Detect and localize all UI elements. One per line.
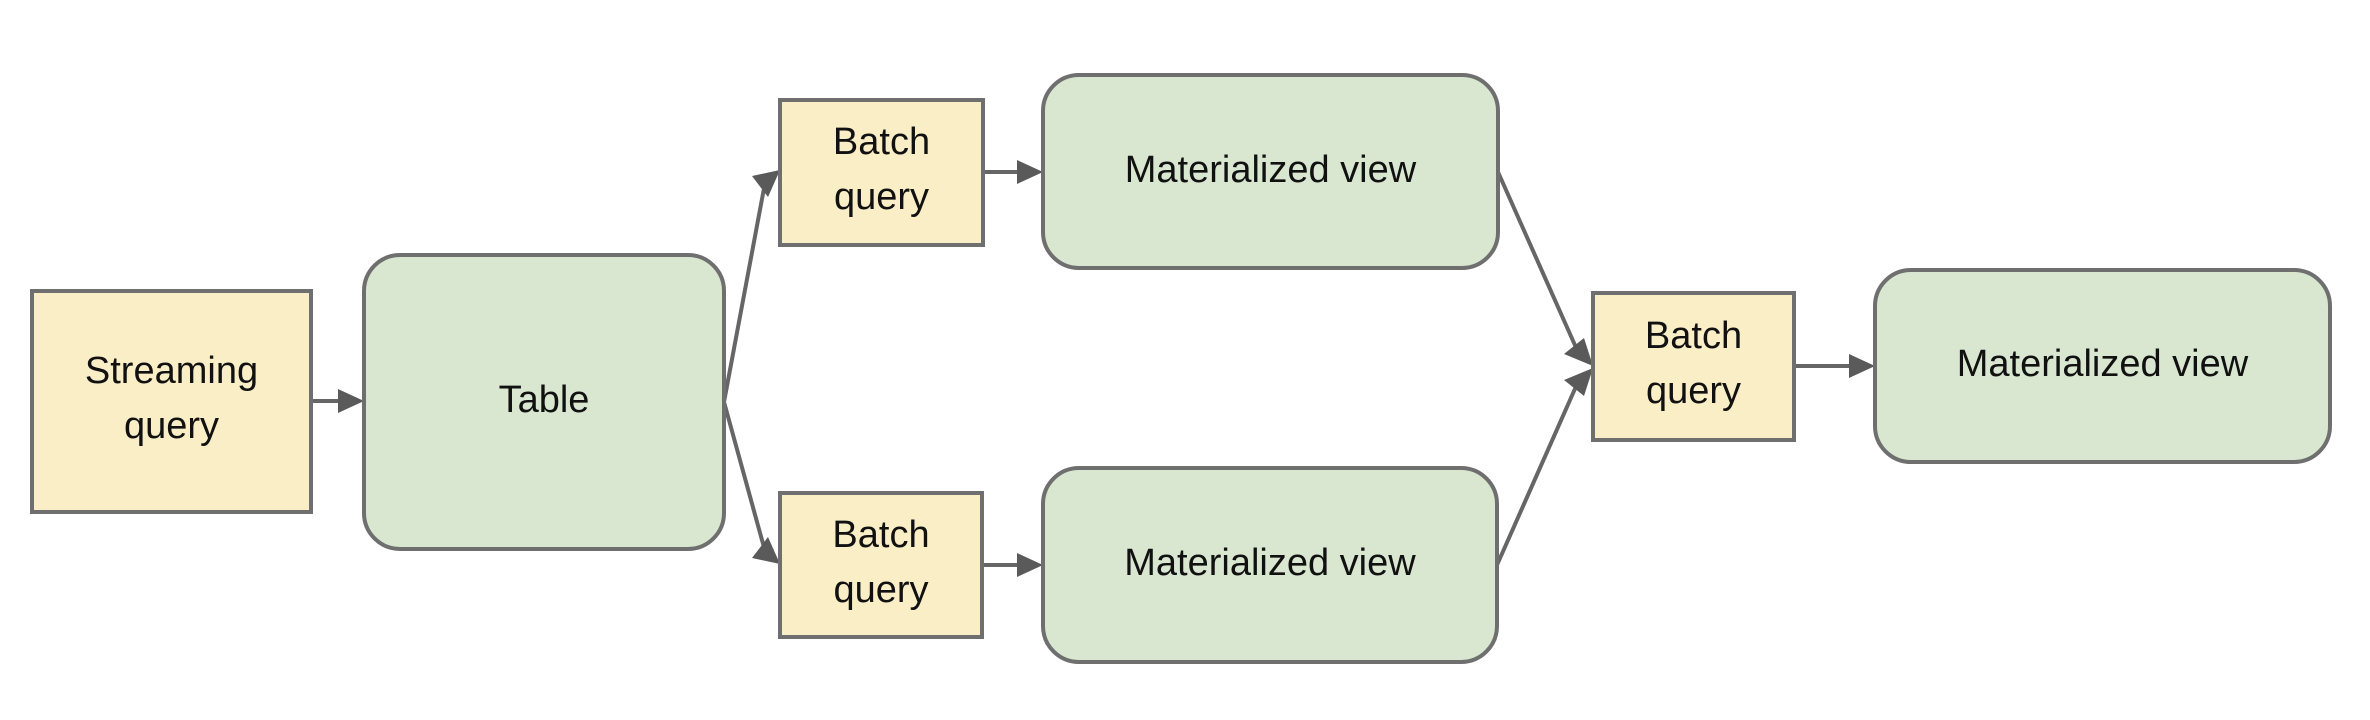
streaming-query-box[interactable] — [30, 289, 313, 514]
table-label: Table — [499, 379, 590, 421]
node-materialized-view-bottom[interactable]: Materialized view — [1041, 466, 1499, 664]
batch-query-join-label-line1: Batch — [1645, 315, 1742, 357]
table-box[interactable] — [362, 253, 726, 551]
edge-table-to-batch-top — [722, 170, 780, 403]
batch-query-top-label-line1: Batch — [833, 121, 930, 163]
edge-view-bottom-to-batch-join — [1495, 368, 1593, 566]
batch-query-bottom-box[interactable] — [778, 491, 984, 639]
materialized-view-top-box[interactable] — [1041, 73, 1500, 270]
streaming-query-label-line1: Streaming — [85, 350, 258, 392]
streaming-query-label-line2: query — [124, 405, 219, 447]
batch-query-join-label-line2: query — [1646, 370, 1741, 412]
batch-query-top-label-line2: query — [834, 176, 929, 218]
edge-streaming-to-table — [311, 389, 364, 413]
node-streaming-query[interactable]: Streaming query — [30, 289, 313, 514]
edge-batch-top-to-view-top — [983, 160, 1043, 184]
nodes-layer: Streaming query Table Batch query Materi… — [30, 73, 2332, 664]
node-batch-query-top[interactable]: Batch query — [778, 98, 985, 247]
batch-query-join-box[interactable] — [1591, 291, 1796, 442]
edge-batch-join-to-view-final — [1794, 354, 1875, 378]
node-batch-query-bottom[interactable]: Batch query — [778, 491, 984, 639]
materialized-view-final-label: Materialized view — [1957, 343, 2249, 385]
materialized-view-bottom-box[interactable] — [1041, 466, 1499, 664]
node-table[interactable]: Table — [362, 253, 726, 551]
node-materialized-view-final[interactable]: Materialized view — [1873, 268, 2332, 464]
materialized-view-final-box[interactable] — [1873, 268, 2332, 464]
edge-batch-bottom-to-view-bottom — [982, 553, 1043, 577]
materialized-view-bottom-label: Materialized view — [1124, 542, 1416, 584]
node-batch-query-join[interactable]: Batch query — [1591, 291, 1796, 442]
edges-layer — [311, 160, 1875, 577]
node-materialized-view-top[interactable]: Materialized view — [1041, 73, 1500, 270]
batch-query-top-box[interactable] — [778, 98, 985, 247]
batch-query-bottom-label-line2: query — [833, 569, 928, 611]
batch-query-bottom-label-line1: Batch — [832, 514, 929, 556]
materialized-view-top-label: Materialized view — [1125, 149, 1417, 191]
edge-table-to-batch-bottom — [722, 401, 780, 564]
edge-view-top-to-batch-join — [1496, 171, 1593, 366]
